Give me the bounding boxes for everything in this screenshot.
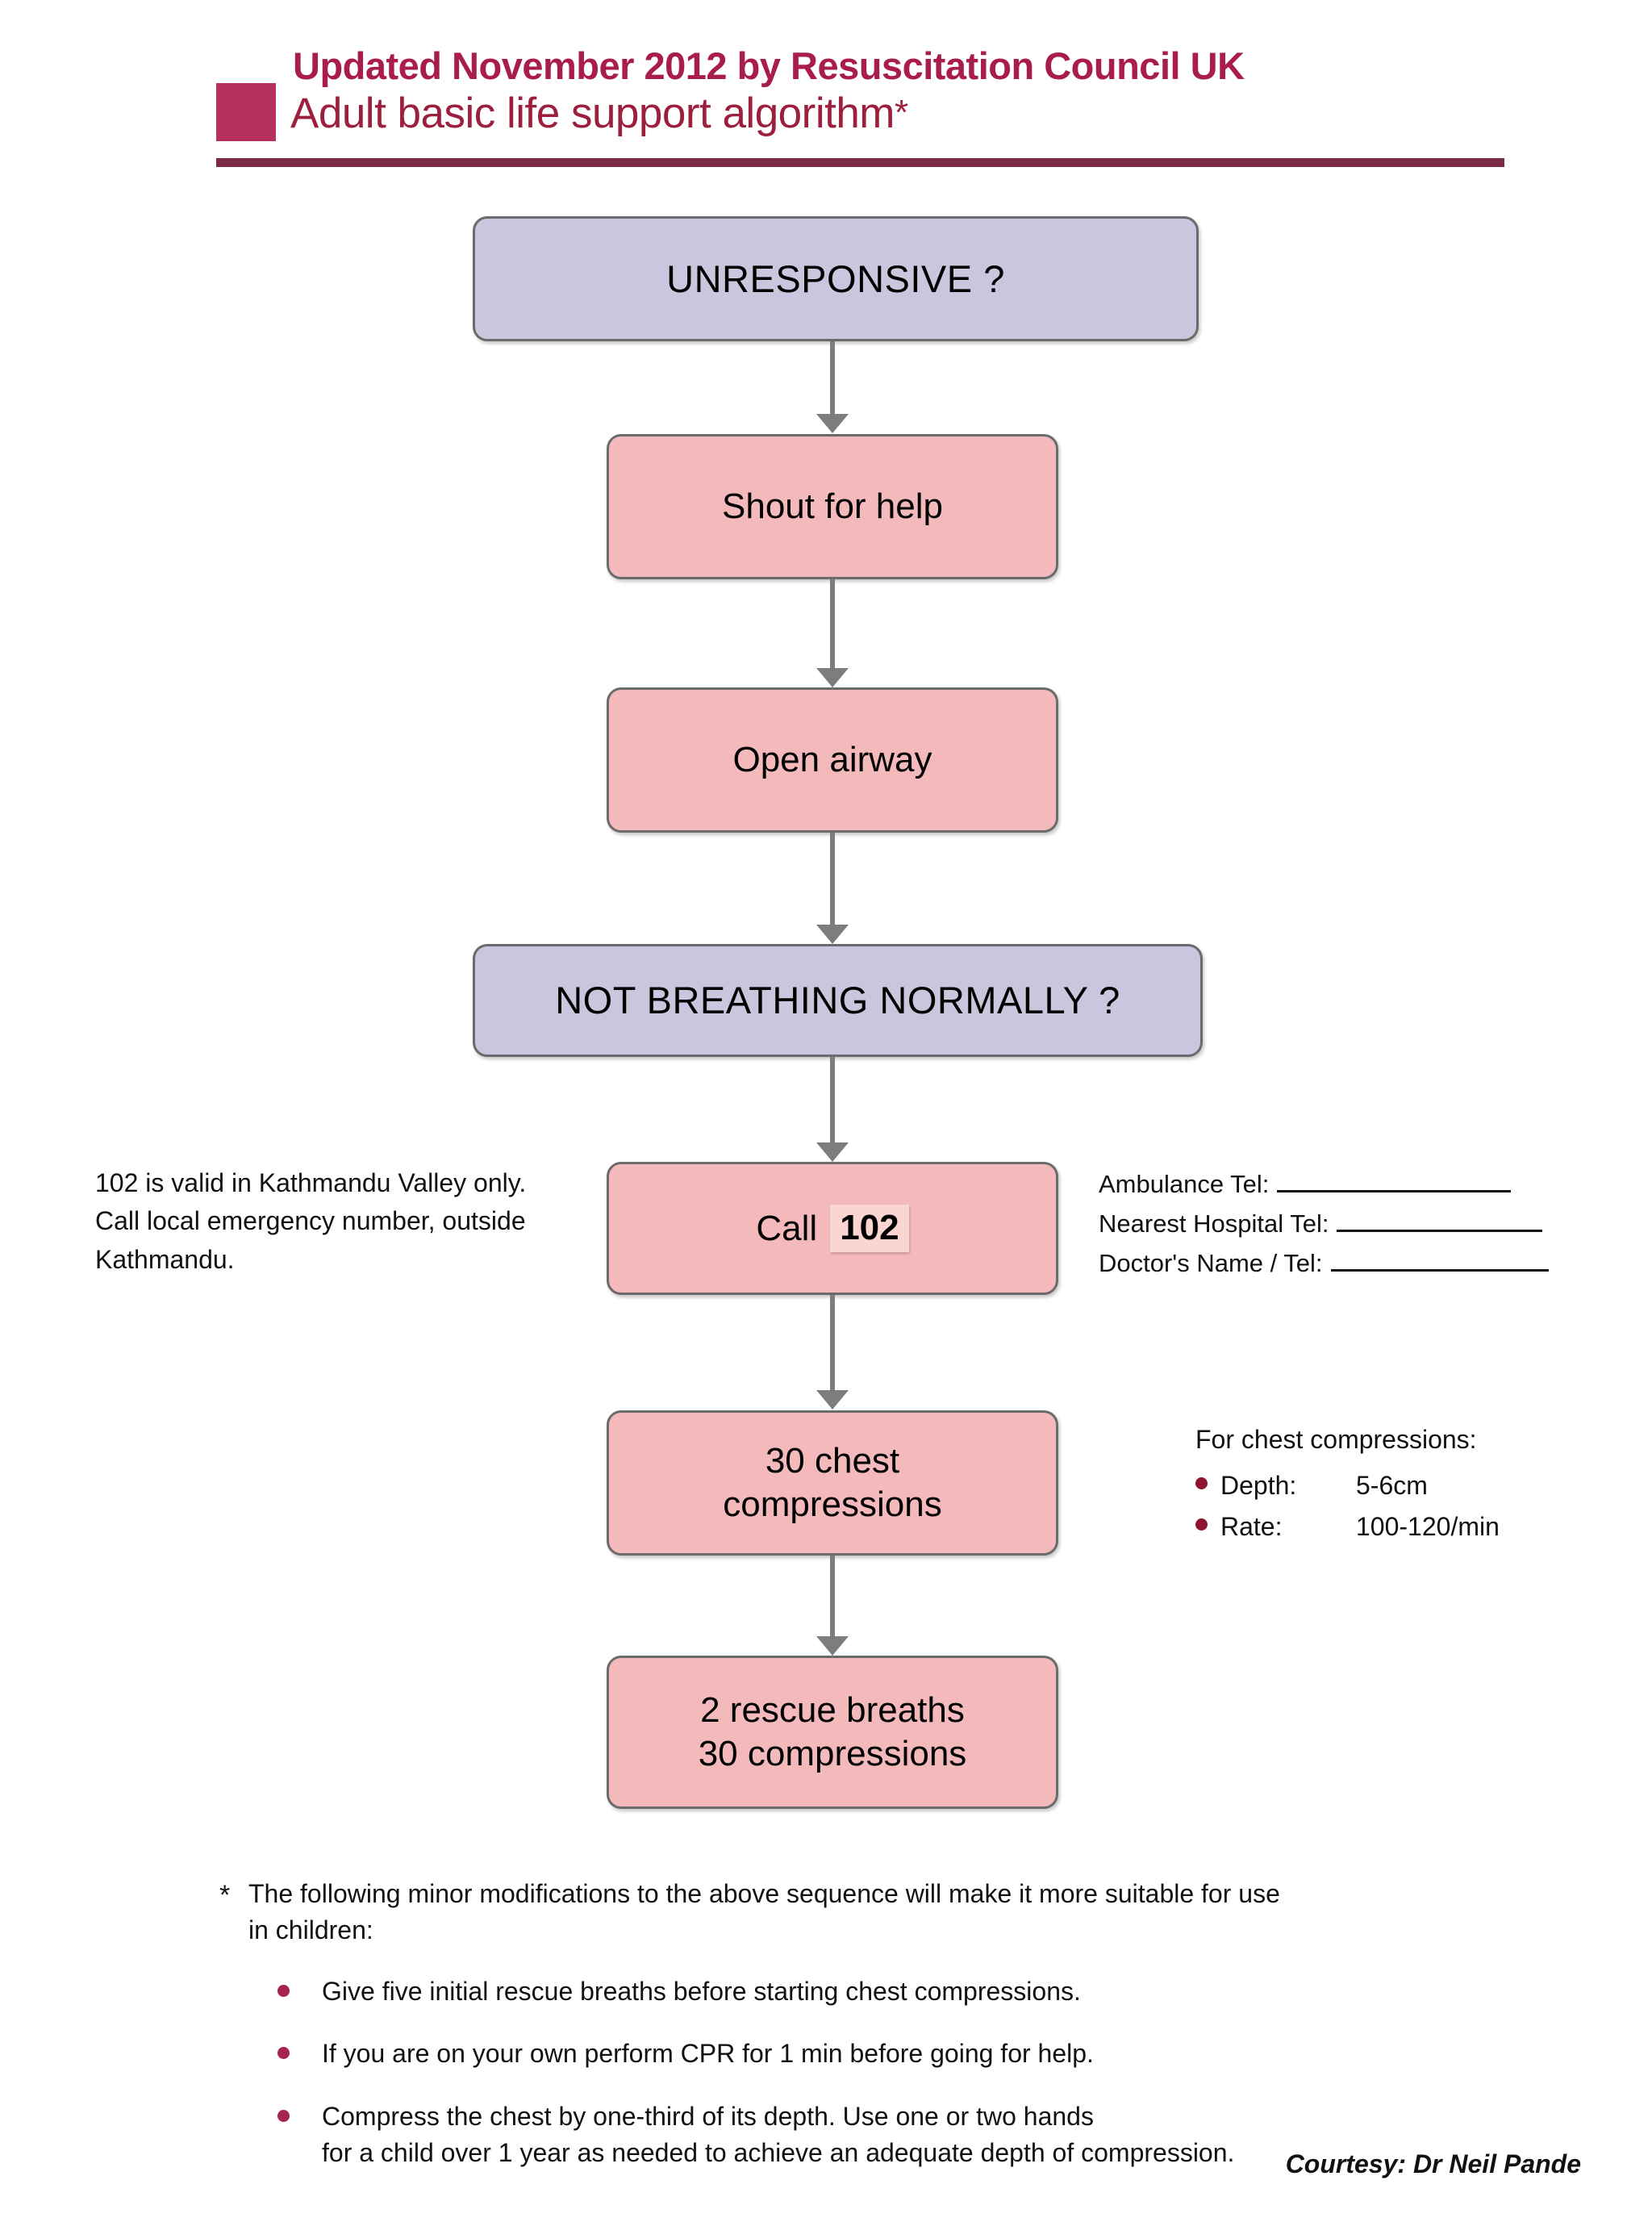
flow-node-open-airway-label: Open airway: [732, 740, 932, 780]
list-item: Compress the chest by one-third of its d…: [277, 2099, 1478, 2172]
compressions-depth-label: Depth:: [1220, 1471, 1297, 1500]
footnote-item-line1: If you are on your own perform CPR for 1…: [322, 2039, 1094, 2069]
page-title: Adult basic life support algorithm*: [290, 89, 908, 138]
flow-arrow-shout-to-airway: [816, 579, 849, 687]
flow-node-shout-label: Shout for help: [722, 487, 943, 527]
footnote-item-text: If you are on your own perform CPR for 1…: [322, 2036, 1094, 2072]
courtesy-credit: Courtesy: Dr Neil Pande: [1285, 2149, 1581, 2178]
header-subtitle: Updated November 2012 by Resuscitation C…: [293, 44, 1245, 87]
flow-node-not-breathing-label: NOT BREATHING NORMALLY ?: [555, 979, 1120, 1022]
contact-details-block: Ambulance Tel: Nearest Hospital Tel: Doc…: [1099, 1172, 1615, 1290]
page-title-text: Adult basic life support algorithm: [290, 90, 895, 137]
emergency-number-note-line2: Call local emergency number, outside: [95, 1206, 526, 1236]
footnote-intro: * The following minor modifications to t…: [219, 1876, 1478, 1949]
flow-node-chest-compressions: 30 chest compressions: [607, 1410, 1058, 1556]
footnote-item-text: Compress the chest by one-third of its d…: [322, 2099, 1234, 2172]
footnote-item-line1: Give five initial rescue breaths before …: [322, 1976, 1081, 2006]
emergency-number-note-line3: Kathmandu.: [95, 1244, 235, 1274]
flow-node-rescue-breaths: 2 rescue breaths 30 compressions: [607, 1656, 1058, 1809]
footnote-intro-text: The following minor modifications to the…: [248, 1876, 1478, 1949]
footnote-item-line2: for a child over 1 year as needed to ach…: [322, 2138, 1235, 2168]
footnote-item-line1: Compress the chest by one-third of its d…: [322, 2101, 1094, 2131]
flow-arrow-breathing-to-call: [816, 1057, 849, 1162]
hospital-tel-field[interactable]: [1337, 1229, 1543, 1232]
flow-arrow-call-to-compressions: [816, 1295, 849, 1410]
contact-row-doctor: Doctor's Name / Tel:: [1099, 1251, 1615, 1276]
compressions-depth-row: Depth: 5-6cm: [1195, 1471, 1631, 1501]
header-divider: [216, 158, 1504, 167]
flow-node-call-label: Call: [756, 1208, 818, 1248]
footnote-intro-line1: The following minor modifications to the…: [248, 1879, 1280, 1908]
doctor-name-tel-field[interactable]: [1330, 1268, 1549, 1272]
flow-arrow-unresponsive-to-shout: [816, 341, 849, 433]
emergency-number-note: 102 is valid in Kathmandu Valley only. C…: [95, 1164, 579, 1279]
contact-row-hospital: Nearest Hospital Tel:: [1099, 1211, 1615, 1236]
bullet-icon: [277, 2047, 290, 2060]
contact-row-ambulance: Ambulance Tel:: [1099, 1172, 1615, 1197]
bullet-icon: [277, 1984, 290, 1997]
footnotes-section: * The following minor modifications to t…: [219, 1876, 1478, 2198]
emergency-number-note-line1: 102 is valid in Kathmandu Valley only.: [95, 1168, 527, 1197]
flow-arrow-airway-to-breathing: [816, 833, 849, 944]
contact-label-doctor: Doctor's Name / Tel:: [1099, 1249, 1323, 1277]
flow-node-shout: Shout for help: [607, 434, 1058, 579]
flow-node-unresponsive: UNRESPONSIVE ?: [473, 216, 1199, 341]
flow-arrow-compressions-to-breaths: [816, 1556, 849, 1656]
contact-label-hospital: Nearest Hospital Tel:: [1099, 1209, 1329, 1238]
page-title-asterisk: *: [894, 93, 908, 132]
bullet-icon: [1195, 1518, 1208, 1531]
contact-label-ambulance: Ambulance Tel:: [1099, 1170, 1270, 1198]
list-item: Give five initial rescue breaths before …: [277, 1973, 1478, 2010]
footnote-item-text: Give five initial rescue breaths before …: [322, 1973, 1081, 2010]
list-item: If you are on your own perform CPR for 1…: [277, 2036, 1478, 2072]
flow-node-rescue-breaths-label: 2 rescue breaths 30 compressions: [699, 1689, 967, 1775]
header-color-swatch: [216, 83, 276, 141]
flow-node-chest-compressions-line2: compressions: [723, 1485, 942, 1524]
bullet-icon: [277, 2109, 290, 2122]
document-header: Updated November 2012 by Resuscitation C…: [216, 23, 1523, 168]
chest-compressions-info: For chest compressions: Depth: 5-6cm Rat…: [1195, 1425, 1631, 1553]
emergency-number-badge: 102: [830, 1204, 909, 1253]
footnote-list: Give five initial rescue breaths before …: [277, 1973, 1478, 2172]
chest-compressions-info-title: For chest compressions:: [1195, 1425, 1477, 1454]
compressions-rate-value: 100-120/min: [1356, 1512, 1500, 1541]
compressions-depth-value: 5-6cm: [1356, 1471, 1428, 1500]
flow-node-rescue-breaths-line2: 30 compressions: [698, 1734, 967, 1773]
flow-node-not-breathing: NOT BREATHING NORMALLY ?: [473, 944, 1203, 1057]
flow-node-unresponsive-label: UNRESPONSIVE ?: [666, 257, 1005, 300]
compressions-rate-row: Rate: 100-120/min: [1195, 1512, 1631, 1542]
compressions-rate-label: Rate:: [1220, 1512, 1283, 1541]
flow-node-open-airway: Open airway: [607, 687, 1058, 833]
footnote-asterisk: *: [219, 1880, 231, 1911]
flow-node-chest-compressions-label: 30 chest compressions: [723, 1439, 941, 1526]
bullet-icon: [1195, 1477, 1208, 1489]
flow-node-rescue-breaths-line1: 2 rescue breaths: [700, 1690, 965, 1731]
footnote-intro-line2: in children:: [248, 1915, 373, 1945]
flow-node-chest-compressions-line1: 30 chest: [765, 1441, 900, 1481]
ambulance-tel-field[interactable]: [1277, 1189, 1512, 1192]
flow-node-call-emergency: Call 102: [607, 1162, 1058, 1295]
